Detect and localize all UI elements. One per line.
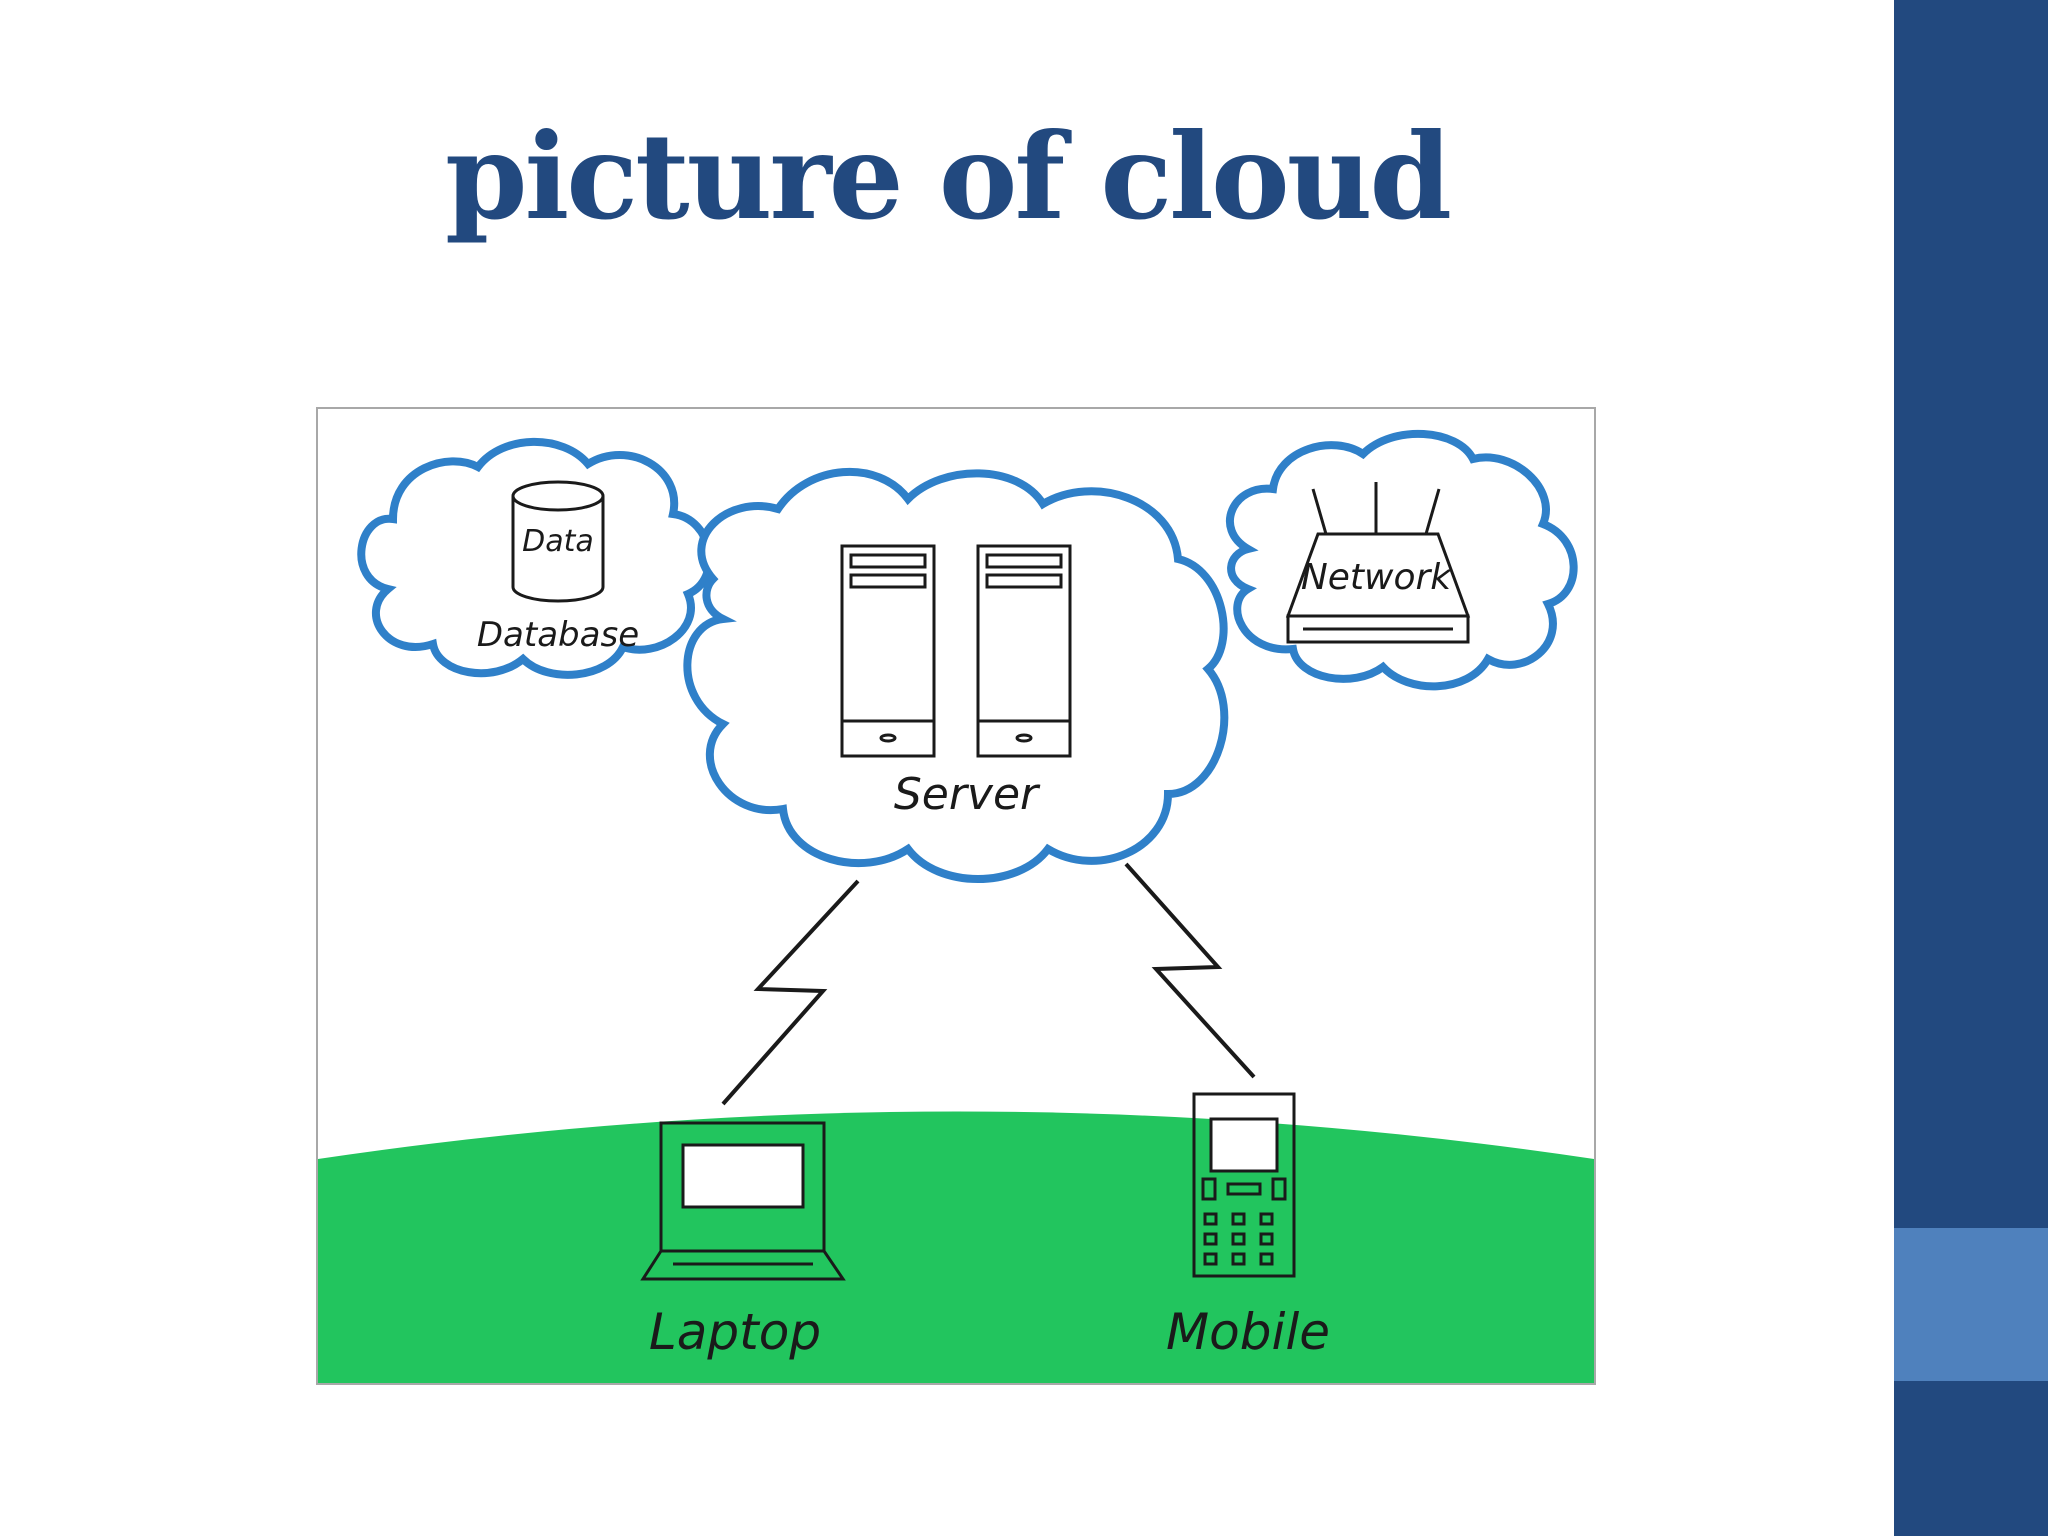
laptop-label: Laptop — [649, 1303, 821, 1361]
ground — [318, 1111, 1594, 1383]
mobile-connection — [1124, 862, 1256, 1079]
server-rack-right-icon — [976, 544, 1072, 758]
database-label: Database — [477, 615, 639, 655]
database-icon — [511, 480, 605, 603]
laptop-connection — [721, 879, 860, 1106]
sidebar-accent — [1894, 1228, 2048, 1381]
server-label: Server — [894, 769, 1041, 820]
network-label: Network — [1301, 557, 1453, 598]
mobile-phone-icon — [1192, 1092, 1296, 1278]
server-rack-left-icon — [840, 544, 936, 758]
slide-title: picture of cloud — [444, 107, 1452, 246]
server-cloud — [683, 467, 1229, 883]
router-icon — [1285, 482, 1471, 644]
cloud-diagram: Data Database Server — [316, 407, 1596, 1385]
mobile-label: Mobile — [1166, 1303, 1330, 1361]
laptop-icon — [640, 1121, 846, 1281]
data-label: Data — [522, 524, 594, 559]
